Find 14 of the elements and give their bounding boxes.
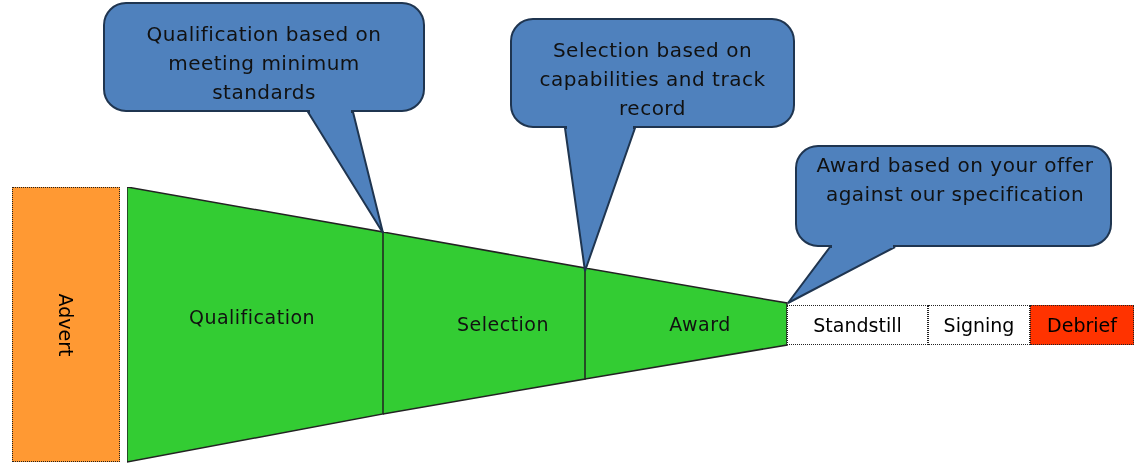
stage-label: Debrief [1047,314,1117,336]
callout-text: Qualification based on meeting minimum standards [145,21,383,106]
stage-label: Standstill [813,314,902,336]
stage-box [787,305,928,345]
stage-box [1030,305,1134,345]
stage-label: Qualification [187,305,317,329]
stage-label: Signing [943,314,1015,336]
stage-box [928,305,1030,345]
advert-bar [12,187,120,462]
callout-text: Selection based on capabilities and track record [538,37,767,122]
stage-label: Award [668,312,732,336]
callout-text: Award based on your offer against our specification [815,152,1095,208]
stage-label: Selection [455,312,551,336]
stage-label: Advert [55,293,77,356]
